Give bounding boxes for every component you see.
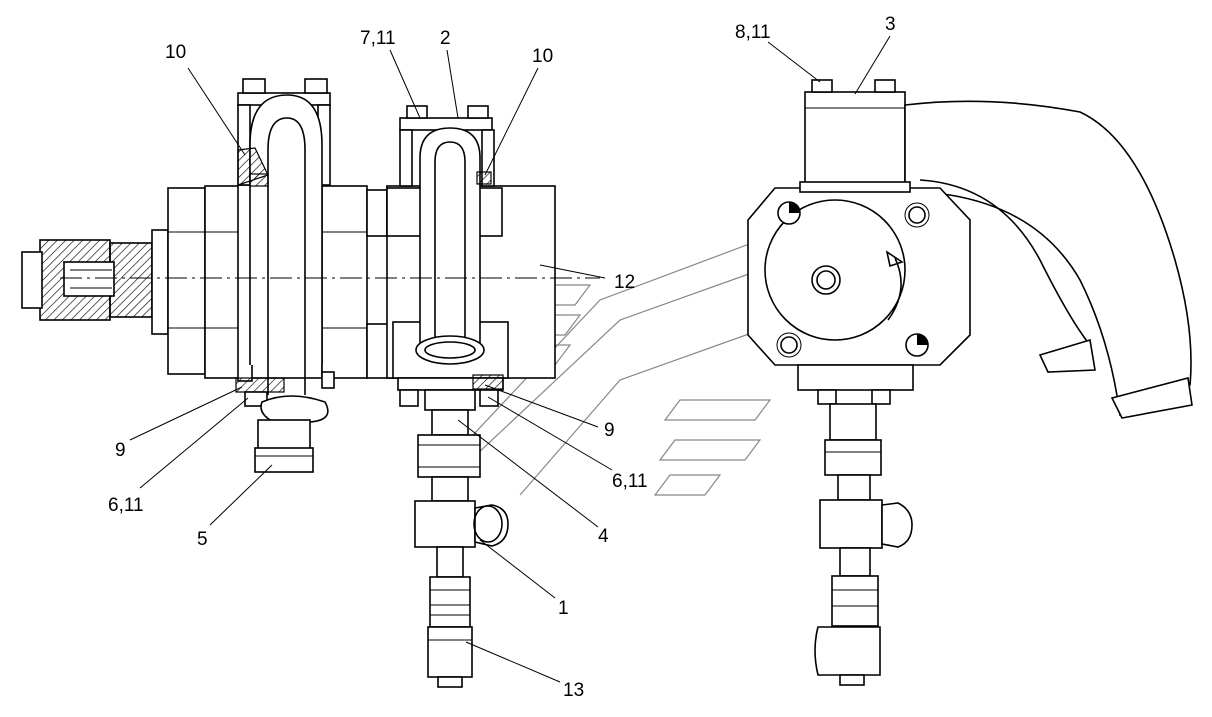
callout-5: 5 (197, 529, 208, 550)
callout-10-left: 10 (165, 42, 186, 63)
callout-12: 12 (614, 272, 635, 293)
right-pump-end-view (747, 79, 1193, 686)
callout-7-11: 7,11 (360, 28, 396, 49)
left-pump-body (21, 184, 398, 382)
callout-9-right: 9 (604, 420, 615, 441)
callout-8-11: 8,11 (735, 22, 771, 43)
callout-9-left: 9 (115, 440, 126, 461)
callout-10-right: 10 (532, 46, 553, 67)
callout-labels: 10 7,11 2 10 8,11 3 12 9 6,11 5 9 6,11 4… (108, 14, 896, 701)
leader-lines (129, 35, 891, 683)
callout-6-11-right: 6,11 (612, 471, 648, 492)
callout-13: 13 (563, 680, 584, 701)
callout-1: 1 (558, 598, 569, 619)
callout-2: 2 (440, 28, 451, 49)
callout-4: 4 (598, 526, 609, 547)
left-clamp (235, 78, 335, 473)
middle-pump-body (60, 105, 600, 407)
middle-valve-stem (414, 389, 509, 688)
callout-6-11-left: 6,11 (108, 495, 144, 516)
callout-3: 3 (885, 14, 896, 35)
